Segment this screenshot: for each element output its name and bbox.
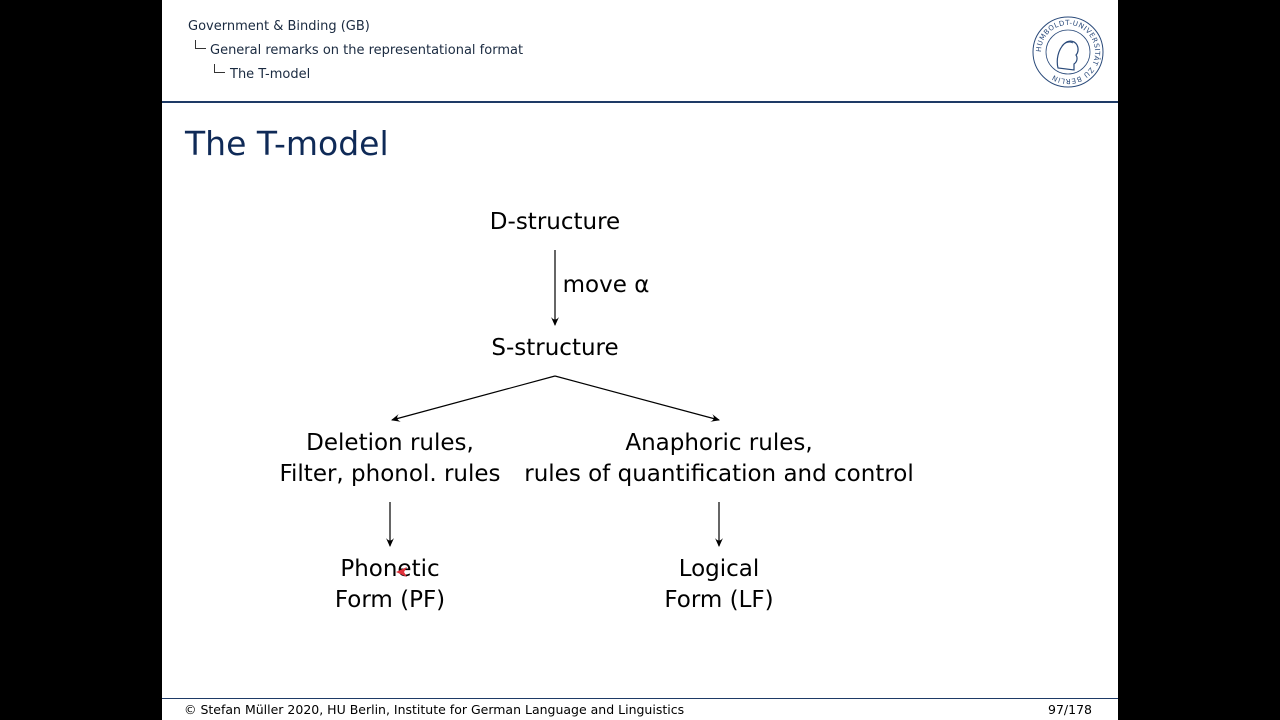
- breadcrumb-level2: General remarks on the representational …: [210, 43, 524, 58]
- pf-line2: Form (PF): [334, 587, 446, 613]
- breadcrumb-branch-icon: [214, 64, 225, 73]
- breadcrumb-level3: The T-model: [230, 67, 311, 82]
- s-structure-node: S-structure: [491, 335, 619, 361]
- phonetic-form-node: Phonetic Form (PF): [335, 554, 445, 616]
- slide-header: Government & Binding (GB) General remark…: [162, 0, 1118, 103]
- left-rules-line2: Filter, phonol. rules: [279, 461, 501, 487]
- branch-arrow-left: [391, 375, 556, 422]
- slide-title: The T-model: [185, 124, 389, 163]
- logical-form-node: Logical Form (LF): [664, 554, 773, 616]
- university-seal-logo: HUMBOLDT-UNIVERSITÄT ZU BERLIN: [1032, 16, 1104, 88]
- d-structure-node: D-structure: [489, 209, 621, 235]
- footer-copyright: © Stefan Müller 2020, HU Berlin, Institu…: [184, 702, 685, 717]
- right-rules-line1: Anaphoric rules,: [625, 430, 813, 456]
- t-model-diagram: [386, 250, 723, 547]
- breadcrumb-level1: Government & Binding (GB): [188, 19, 370, 34]
- page-number: 97/178: [1048, 702, 1092, 717]
- right-rules-node: Anaphoric rules, rules of quantification…: [524, 428, 914, 490]
- mouse-pointer-icon: [396, 567, 407, 577]
- lf-line2: Form (LF): [664, 587, 774, 613]
- branch-arrow-right: [554, 375, 720, 422]
- lf-line1: Logical: [678, 556, 760, 582]
- move-alpha-label: move α: [562, 272, 650, 298]
- slide: Government & Binding (GB) General remark…: [162, 0, 1118, 720]
- pf-line1: Phonetic: [340, 556, 440, 582]
- left-rules-line1: Deletion rules,: [306, 430, 474, 456]
- slide-footer: © Stefan Müller 2020, HU Berlin, Institu…: [162, 698, 1118, 720]
- left-rules-node: Deletion rules, Filter, phonol. rules: [279, 428, 500, 490]
- breadcrumb-branch-icon: [195, 40, 206, 49]
- right-rules-line2: rules of quantification and control: [524, 461, 914, 487]
